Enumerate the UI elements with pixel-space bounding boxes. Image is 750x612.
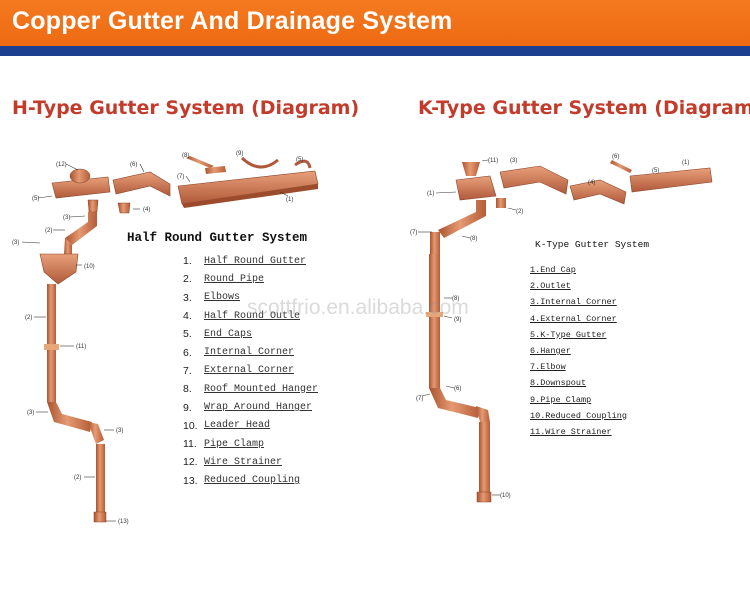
callout-8: (8) — [182, 153, 189, 159]
list-item: 4.Half Round Outle — [183, 310, 301, 323]
list-item: 9.Pipe Clamp — [530, 394, 592, 405]
k-reduced-coupling — [476, 491, 492, 503]
k-callout-1b: (1) — [682, 160, 689, 166]
callout-13: (13) — [118, 519, 129, 525]
k-callout-7a: (7) — [410, 230, 417, 236]
list-item: 8.Roof Mounted Hanger — [183, 383, 319, 396]
k-callout-8a: (8) — [470, 236, 477, 242]
list-item: 2.Round Pipe — [183, 273, 265, 286]
k-callout-4: (4) — [588, 180, 595, 186]
h-pipe-clamp — [44, 344, 59, 350]
k-internal-corner — [499, 165, 569, 195]
h-roof-mounted-hanger — [186, 156, 214, 168]
list-item: 8.Downspout — [530, 378, 587, 389]
watermark: scottfrio.en.alibaba.com — [247, 296, 469, 319]
h-leader-head — [39, 253, 79, 285]
k-callout-6: (6) — [454, 386, 461, 392]
k-callout-2: (2) — [516, 209, 523, 215]
k-pipe-clamp — [426, 312, 443, 317]
k-type-gutter — [629, 167, 713, 193]
h-reduced-coupling — [93, 511, 107, 523]
k-callout-5: (5) — [652, 168, 659, 174]
list-item: 5.K-Type Gutter — [530, 329, 607, 340]
callout-3a: (3) — [63, 215, 70, 221]
k-external-corner — [569, 179, 627, 205]
k-callout-3: (3) — [510, 158, 517, 164]
h-internal-corner — [112, 171, 171, 197]
callout-3d: (3) — [116, 428, 123, 434]
k-hanger — [610, 160, 632, 173]
list-item: 9.Wrap Around Hanger — [183, 401, 313, 414]
callout-5b: (5) — [296, 157, 303, 163]
list-item: 12.Wire Strainer — [183, 456, 283, 469]
h-type-title: H-Type Gutter System (Diagram) — [12, 97, 360, 119]
h-elbow-top — [65, 212, 97, 245]
h-round-pipe-lower — [96, 444, 105, 512]
callout-7: (7) — [177, 174, 184, 180]
callout-2b: (2) — [25, 315, 32, 321]
list-item: 10.Reduced Coupling — [530, 410, 627, 421]
callout-5a: (5) — [32, 196, 39, 202]
list-item: 4.External Corner — [530, 313, 617, 324]
list-item: 11.Wire Strainer — [530, 426, 612, 437]
k-wire-strainer — [462, 162, 480, 176]
callout-10: (10) — [84, 264, 95, 270]
list-item: 7.External Corner — [183, 364, 295, 377]
h-type-drawing: (12) (5) (3) (2) (3) (10) (2) (11) (3) (… — [12, 151, 319, 525]
k-legend-list: 1.End Cap 2.Outlet 3.Internal Corner 4.E… — [530, 265, 627, 443]
k-outlet — [496, 198, 506, 208]
list-item: 1.Half Round Gutter — [183, 255, 307, 268]
list-item: 6.Internal Corner — [183, 346, 295, 359]
header-stripe — [0, 46, 750, 56]
k-type-title: K-Type Gutter System (Diagram) — [418, 97, 750, 119]
header-banner: Copper Gutter And Drainage System — [0, 0, 750, 46]
list-item: 13.Reduced Coupling — [183, 474, 301, 487]
k-callout-1a: (1) — [427, 191, 434, 197]
k-elbow-top — [438, 200, 486, 238]
callout-11: (11) — [76, 344, 86, 350]
list-item: 2.Outlet — [530, 281, 571, 292]
k-callout-11: (11) — [488, 158, 498, 164]
k-callout-9: (9) — [454, 317, 461, 323]
k-type-drawing: (11) (1) (2) (7) (8) (8) (9) (6) (7) (10… — [410, 154, 713, 503]
k-legend-title: K-Type Gutter System — [535, 239, 650, 250]
callout-3c: (3) — [27, 410, 34, 416]
k-downspout-lower — [479, 422, 490, 492]
list-item: 6.Hanger — [530, 345, 571, 356]
h-end-cap — [294, 159, 312, 169]
callout-3b: (3) — [12, 240, 19, 246]
callout-9: (9) — [236, 151, 243, 157]
callout-6: (6) — [130, 162, 137, 168]
k-callout-8b: (8) — [452, 296, 459, 302]
h-legend-list: 1.Half Round Gutter 2.Round Pipe 3.Elbow… — [183, 252, 318, 490]
callout-2a: (2) — [45, 228, 52, 234]
k-elbow-lower — [429, 388, 480, 418]
h-half-round-outlet — [117, 202, 131, 214]
page-title: Copper Gutter And Drainage System — [12, 7, 453, 35]
list-item: 3.Internal Corner — [530, 297, 617, 308]
list-item: 3.Elbows — [183, 291, 241, 304]
h-wire-strainer — [69, 168, 91, 184]
h-wrap-around-hanger — [240, 156, 279, 169]
list-item: 10.Leader Head — [183, 419, 271, 432]
h-elbow-lower — [47, 402, 92, 432]
callout-2c: (2) — [74, 475, 81, 481]
h-legend-title: Half Round Gutter System — [127, 231, 308, 245]
k-callout-7b: (7) — [416, 396, 423, 402]
list-item: 1.End Cap — [530, 265, 576, 275]
h-round-pipe — [47, 284, 56, 402]
k-downspout — [429, 254, 440, 388]
h-outlet — [87, 199, 99, 213]
list-item: 11.Pipe Clamp — [183, 438, 265, 451]
k-callout-10: (10) — [500, 493, 511, 499]
callout-4: (4) — [143, 207, 150, 213]
callout-12: (12) — [56, 162, 67, 168]
k-end-cap-gutter — [455, 175, 497, 201]
list-item: 5.End Caps — [183, 328, 253, 341]
list-item: 7.Elbow — [530, 362, 566, 373]
callout-1: (1) — [286, 197, 293, 203]
k-callout-6b: (6) — [612, 154, 619, 160]
